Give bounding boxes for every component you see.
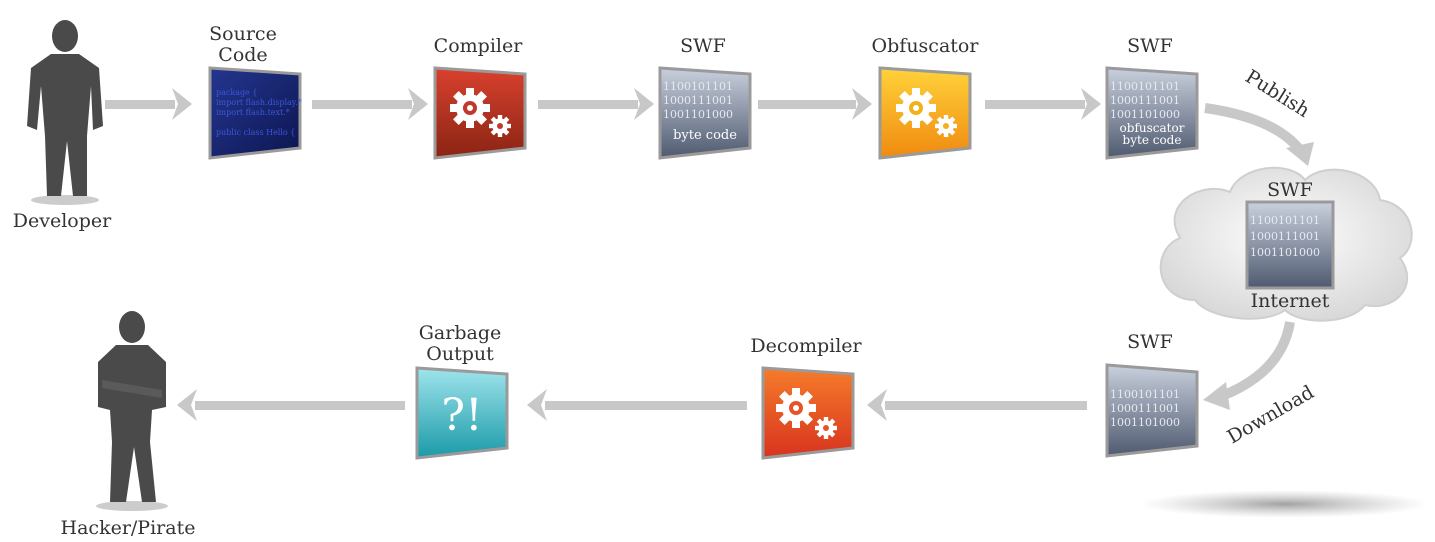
arrow-decompiler-to-garbage	[527, 389, 747, 421]
arrow-swf-to-obfuscator	[758, 88, 872, 120]
source-code-line: public class Hello {	[216, 128, 295, 137]
swf2-bits: 1001101000	[1110, 108, 1180, 121]
cloud-bits: 1001101000	[1250, 246, 1320, 259]
obfuscator-title: Obfuscator	[872, 35, 980, 57]
gear-icon	[776, 388, 837, 439]
swf2-bits: 1000111001	[1110, 94, 1180, 107]
cloud-bits: 1000111001	[1250, 230, 1320, 243]
garbage-symbol: ?!	[441, 390, 482, 441]
garbage-panel: ?!	[415, 366, 509, 460]
gear-icon	[896, 88, 957, 137]
arrow-source-to-compiler	[312, 88, 428, 120]
compiler-title: Compiler	[434, 35, 524, 57]
swf1-panel: 1100101101 1000111001 1001101000 byte co…	[658, 66, 752, 160]
swf1-title: SWF	[680, 35, 726, 57]
source-title-line2: Code	[218, 44, 267, 66]
swf1-caption: byte code	[673, 128, 737, 143]
gear-icon	[450, 88, 511, 137]
swf3-bits: 1001101000	[1110, 416, 1180, 429]
swf3-bits: 1000111001	[1110, 402, 1180, 415]
cloud-caption: Internet	[1251, 290, 1330, 312]
source-title-line1: Source	[209, 23, 277, 45]
garbage-title-line2: Output	[426, 343, 494, 365]
source-code-panel: package { import flash.display.* import …	[208, 66, 302, 160]
source-code-line: package {	[216, 88, 257, 97]
garbage-title-line1: Garbage	[419, 322, 502, 344]
arrow-dev-to-source	[105, 88, 192, 120]
swf1-bits: 1000111001	[663, 94, 733, 107]
swf2-caption2: byte code	[1123, 133, 1182, 147]
publish-arrow	[1204, 103, 1314, 166]
developer-figure	[27, 20, 103, 205]
hacker-figure	[96, 311, 168, 511]
obfuscator-panel	[878, 66, 972, 160]
arrow-obfuscator-to-swf	[985, 88, 1101, 120]
decompiler-title: Decompiler	[750, 335, 862, 357]
swf2-bits: 1100101101	[1110, 80, 1180, 93]
publish-label: Publish	[1241, 66, 1313, 122]
swf3-bits: 1100101101	[1110, 388, 1180, 401]
arrow-garbage-to-hacker	[177, 389, 405, 421]
floor-shadow	[1140, 490, 1430, 518]
compiler-panel	[433, 66, 527, 160]
cloud-swf-panel: 1100101101 1000111001 1001101000	[1245, 200, 1335, 290]
swf2-panel: 1100101101 1000111001 1001101000 obfusca…	[1105, 66, 1199, 160]
source-code-line: import flash.text.*	[216, 108, 290, 117]
cloud-title: SWF	[1267, 179, 1313, 201]
swf2-title: SWF	[1127, 35, 1173, 57]
source-code-line: import flash.display.*	[216, 98, 302, 107]
swf3-panel: 1100101101 1000111001 1001101000	[1105, 363, 1199, 458]
arrow-compiler-to-swf	[538, 88, 654, 120]
cloud-bits: 1100101101	[1250, 214, 1320, 227]
swf1-bits: 1001101000	[663, 108, 733, 121]
swf1-bits: 1100101101	[663, 80, 733, 93]
decompiler-panel	[761, 366, 855, 460]
swf3-title: SWF	[1127, 331, 1173, 353]
arrow-swf-to-decompiler	[867, 389, 1087, 421]
hacker-label: Hacker/Pirate	[61, 517, 196, 539]
swf2-caption1: obfuscator	[1120, 121, 1185, 135]
download-arrow	[1203, 321, 1295, 410]
developer-label: Developer	[13, 210, 112, 232]
